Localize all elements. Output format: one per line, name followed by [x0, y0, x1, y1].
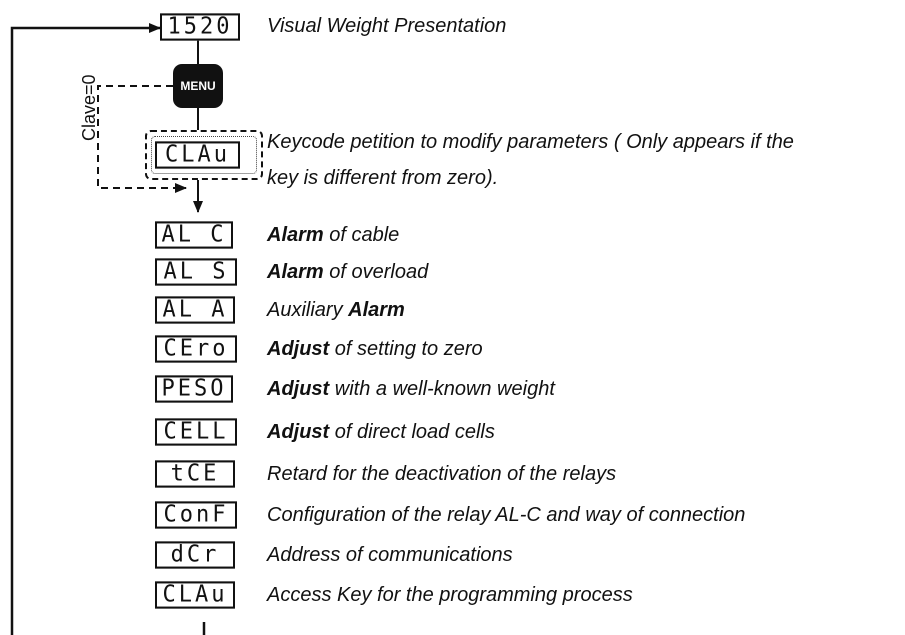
parameter-keyword: Adjust	[267, 338, 330, 360]
parameter-text: of setting to zero	[329, 338, 483, 360]
parameter-display: PESO	[155, 375, 233, 403]
parameter-description: Address of communications	[267, 543, 513, 567]
parameter-text: of overload	[323, 261, 429, 283]
weight-display-description: Visual Weight Presentation	[267, 15, 507, 37]
parameter-description: Access Key for the programming process	[267, 583, 633, 607]
parameter-description: Retard for the deactivation of the relay…	[267, 462, 616, 486]
keycode-description-line1: Keycode petition to modify parameters ( …	[267, 131, 794, 153]
parameter-description: Adjust with a well-known weight	[267, 377, 555, 401]
parameter-description: Alarm of cable	[267, 223, 399, 247]
parameter-display: CELL	[155, 418, 237, 446]
blinking-frame	[145, 130, 263, 180]
parameter-display: CEro	[155, 335, 237, 363]
parameter-text: Retard for the deactivation of the relay…	[267, 463, 617, 485]
parameter-keyword: Adjust	[267, 421, 330, 443]
parameter-keyword: Alarm	[267, 224, 324, 246]
weight-display: 1520	[160, 13, 240, 41]
parameter-text: Auxiliary	[267, 299, 349, 321]
parameter-description: Configuration of the relay AL-C and way …	[267, 503, 745, 527]
parameter-display: AL C	[155, 221, 233, 249]
parameter-text: Address of communications	[267, 544, 513, 566]
parameter-display: tCE	[155, 460, 235, 488]
parameter-description: Adjust of setting to zero	[267, 337, 483, 361]
parameter-description: Alarm of overload	[267, 260, 428, 284]
parameter-text: Access Key for the programming process	[267, 584, 633, 606]
parameter-display: AL A	[155, 296, 235, 324]
parameter-keyword: Adjust	[267, 378, 330, 400]
clave-zero-label: Clave=0	[79, 74, 99, 142]
parameter-text: Configuration of the relay AL-C and way …	[267, 504, 746, 526]
parameter-keyword: Alarm	[348, 299, 405, 321]
parameter-text: of cable	[323, 224, 400, 246]
parameter-display: CLAu	[155, 581, 235, 609]
bypass-dashed-line	[97, 85, 187, 193]
keycode-display: CLAu	[155, 141, 240, 169]
parameter-text: with a well-known weight	[329, 378, 555, 400]
keycode-description-line2: key is different from zero).	[267, 167, 499, 189]
parameter-display: ConF	[155, 501, 237, 529]
parameter-description: Auxiliary Alarm	[267, 298, 405, 322]
menu-key[interactable]: MENU	[173, 64, 223, 108]
blinking-frame-inner	[151, 136, 257, 174]
parameter-text: of direct load cells	[329, 421, 495, 443]
parameter-description: Adjust of direct load cells	[267, 420, 495, 444]
parameter-display: dCr	[155, 541, 235, 569]
return-loop-line	[10, 23, 161, 635]
parameter-keyword: Alarm	[267, 261, 324, 283]
parameter-display: AL S	[155, 258, 237, 286]
